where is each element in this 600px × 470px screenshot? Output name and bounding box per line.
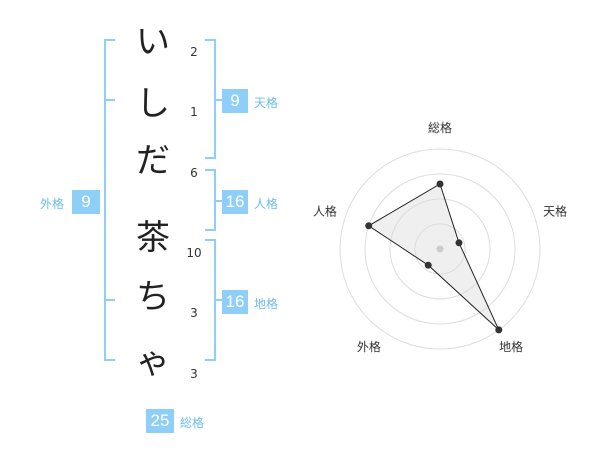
chikaku-label: 地格 (254, 297, 279, 311)
radar-point (365, 222, 373, 230)
tenkaku-value: 9 (222, 89, 248, 113)
jinkaku-label: 人格 (254, 197, 279, 211)
stroke-count-4: 10 (186, 246, 202, 260)
radar-center-dot (436, 245, 444, 253)
gaikaku-value: 9 (72, 190, 100, 214)
name-char-3: だ (136, 141, 170, 181)
radar-ring (339, 148, 541, 350)
radar-point (436, 180, 444, 188)
radar-axis-label: 天格 (543, 204, 567, 219)
name-char-2: し (136, 84, 170, 124)
radar-point (455, 239, 463, 247)
stroke-count-2: 1 (190, 105, 198, 119)
stroke-count-6: 3 (190, 367, 198, 381)
gaikaku-bracket (104, 39, 115, 361)
radar-point (424, 261, 432, 269)
stroke-count-3: 6 (190, 166, 198, 180)
stroke-count-1: 2 (190, 45, 198, 59)
tenkaku-label: 天格 (254, 96, 279, 110)
name-char-1: い (136, 22, 170, 62)
chikaku-value: 16 (222, 290, 248, 314)
radar-point (495, 326, 503, 334)
name-char-6: ゃ (136, 342, 170, 382)
radar-ring (364, 173, 516, 325)
soukaku-value: 25 (146, 409, 174, 433)
radar-ring (389, 198, 491, 300)
radar-ring (414, 223, 466, 275)
stroke-count-5: 3 (190, 306, 198, 320)
radar-area (367, 183, 500, 331)
radar-axis-label: 総格 (428, 120, 452, 135)
gaikaku-label: 外格 (40, 197, 65, 211)
radar-axis-label: 外格 (357, 339, 381, 354)
radar-axis-label: 地格 (499, 339, 523, 354)
soukaku-label: 総格 (180, 416, 205, 430)
jinkaku-value: 16 (222, 190, 248, 214)
name-char-4: 茶 (136, 218, 170, 258)
radar-axis-label: 人格 (313, 204, 337, 219)
name-char-5: ち (136, 277, 170, 317)
